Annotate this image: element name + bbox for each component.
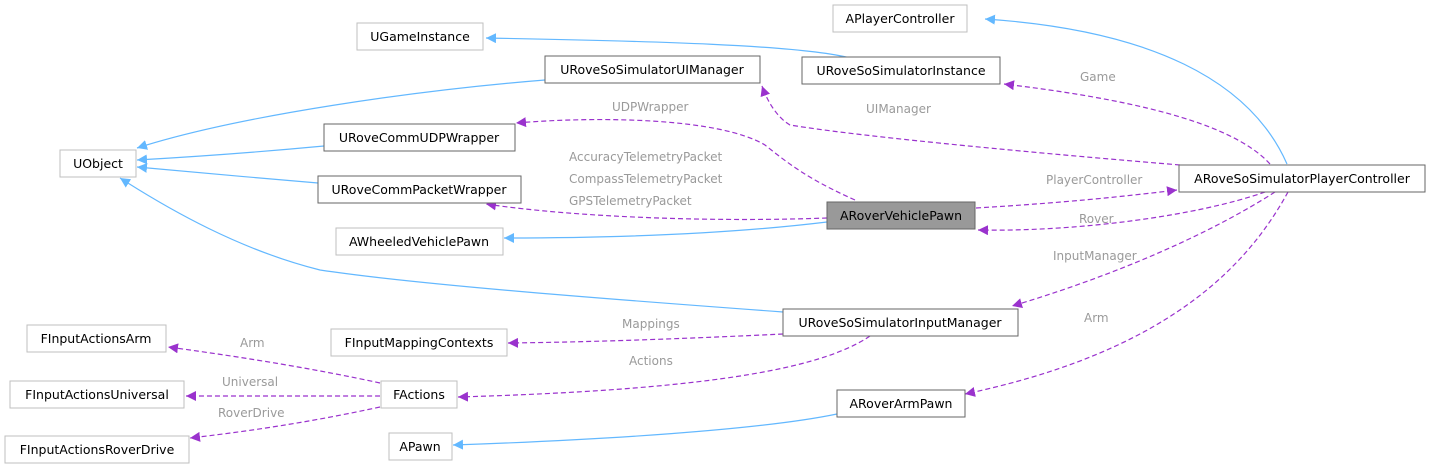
edge-label-rover: Rover <box>1079 212 1114 226</box>
edge-packetwrapper-inherits-uobject <box>136 162 319 184</box>
node-aroververhiclepawn-focus[interactable]: ARoverVehiclePawn <box>826 201 976 230</box>
node-label: URoveCommPacketWrapper <box>332 182 508 197</box>
node-label: FInputMappingContexts <box>345 335 494 350</box>
node-urovesosimulatorinstance[interactable]: URoveSoSimulatorInstance <box>801 56 1001 85</box>
node-label: URoveSoSimulatorInstance <box>816 63 985 78</box>
edge-factions-uses-inputactionsroverdrive <box>189 406 381 442</box>
edge-factions-uses-inputactionsarm <box>167 343 381 384</box>
node-awheeledvehiclepawn[interactable]: AWheeledVehiclePawn <box>335 227 504 256</box>
node-label: URoveCommUDPWrapper <box>339 130 500 145</box>
edge-armpawn-inherits-apawn <box>452 413 838 450</box>
node-urovesosimulatorinputmanager[interactable]: URoveSoSimulatorInputManager <box>782 308 1019 337</box>
node-label: ARoveSoSimulatorPlayerController <box>1194 171 1411 186</box>
edge-playercontroller-uses-instance <box>1003 80 1271 165</box>
edge-playercontroller-inherits-aplayercontroller <box>984 14 1288 165</box>
node-label: ARoverArmPawn <box>850 396 953 411</box>
edge-label-uimanager: UIManager <box>866 102 931 116</box>
edge-label-inputmanager: InputManager <box>1053 249 1137 263</box>
node-label: AWheeledVehiclePawn <box>349 234 489 249</box>
edge-playercontroller-uses-armpawn <box>964 191 1289 397</box>
edge-label-arm-controller: Arm <box>1084 311 1109 325</box>
node-urovecommpacketwrapper[interactable]: URoveCommPacketWrapper <box>317 175 522 204</box>
node-label: FInputActionsRoverDrive <box>20 442 175 457</box>
node-urovesosimulatoruimanager[interactable]: URoveSoSimulatorUIManager <box>544 55 761 84</box>
node-label: URoveSoSimulatorUIManager <box>560 62 744 77</box>
node-label: APawn <box>399 439 440 454</box>
edge-instance-inherits-ugameinstance <box>485 33 851 59</box>
edge-label-game: Game <box>1080 70 1116 84</box>
node-urovecommudpwrapper[interactable]: URoveCommUDPWrapper <box>323 123 516 152</box>
node-factions[interactable]: FActions <box>380 380 458 409</box>
node-uobject[interactable]: UObject <box>59 149 137 178</box>
node-finputmappingcontexts[interactable]: FInputMappingContexts <box>330 328 508 357</box>
edge-label-compasstelemetrypacket: CompassTelemetryPacket <box>569 172 723 186</box>
edge-inputmanager-uses-factions <box>457 335 871 402</box>
edge-playercontroller-uses-uimanager <box>760 85 1181 166</box>
node-finputactionsuniversal[interactable]: FInputActionsUniversal <box>9 380 185 409</box>
edge-playercontroller-uses-inputmanager <box>1011 191 1276 308</box>
node-label: UObject <box>73 156 123 171</box>
node-label: FActions <box>393 387 445 402</box>
edge-label-mappings: Mappings <box>622 317 680 331</box>
edge-vehiclepawn-uses-playercontroller <box>975 186 1178 209</box>
edge-uimanager-inherits-uobject <box>136 79 546 150</box>
node-label: APlayerController <box>846 11 956 26</box>
node-label: ARoverVehiclePawn <box>840 208 962 223</box>
node-label: UGameInstance <box>370 29 470 44</box>
edge-vehiclepawn-uses-udpwrapper <box>515 117 856 201</box>
node-aroverarmpawn[interactable]: ARoverArmPawn <box>836 389 966 418</box>
node-label: FInputActionsArm <box>41 331 152 346</box>
edge-vehiclepawn-uses-packetwrapper <box>485 200 828 221</box>
edge-label-arm-factions: Arm <box>240 336 265 350</box>
node-finputactionsarm[interactable]: FInputActionsArm <box>26 324 167 353</box>
edge-label-gpstelemetrypacket: GPSTelemetryPacket <box>569 194 692 208</box>
edge-inputmanager-uses-mappingcontexts <box>507 333 784 348</box>
node-finputactionsroverdrive[interactable]: FInputActionsRoverDrive <box>4 435 190 464</box>
node-ugameinstance[interactable]: UGameInstance <box>356 22 484 51</box>
edge-inputmanager-inherits-uobject <box>119 177 784 313</box>
edge-label-udpwrapper: UDPWrapper <box>612 100 688 114</box>
edge-playercontroller-uses-vehiclepawn <box>977 191 1266 236</box>
edge-label-actions: Actions <box>629 354 673 368</box>
node-aplayercontroller[interactable]: APlayerController <box>832 4 968 33</box>
edge-udpwrapper-inherits-uobject <box>136 145 325 165</box>
edge-vehiclepawn-inherits-awheeledvehiclepawn <box>503 221 828 243</box>
node-label: FInputActionsUniversal <box>25 387 169 402</box>
edge-label-accuracytelemetrypacket: AccuracyTelemetryPacket <box>569 150 723 164</box>
node-arovesosimulatorplayercontroller[interactable]: ARoveSoSimulatorPlayerController <box>1178 164 1426 193</box>
edge-label-playercontroller: PlayerController <box>1046 173 1142 187</box>
edge-label-roverdrive: RoverDrive <box>218 406 285 420</box>
node-apawn[interactable]: APawn <box>388 432 453 461</box>
edge-label-universal: Universal <box>222 375 278 389</box>
node-label: URoveSoSimulatorInputManager <box>798 315 1002 330</box>
